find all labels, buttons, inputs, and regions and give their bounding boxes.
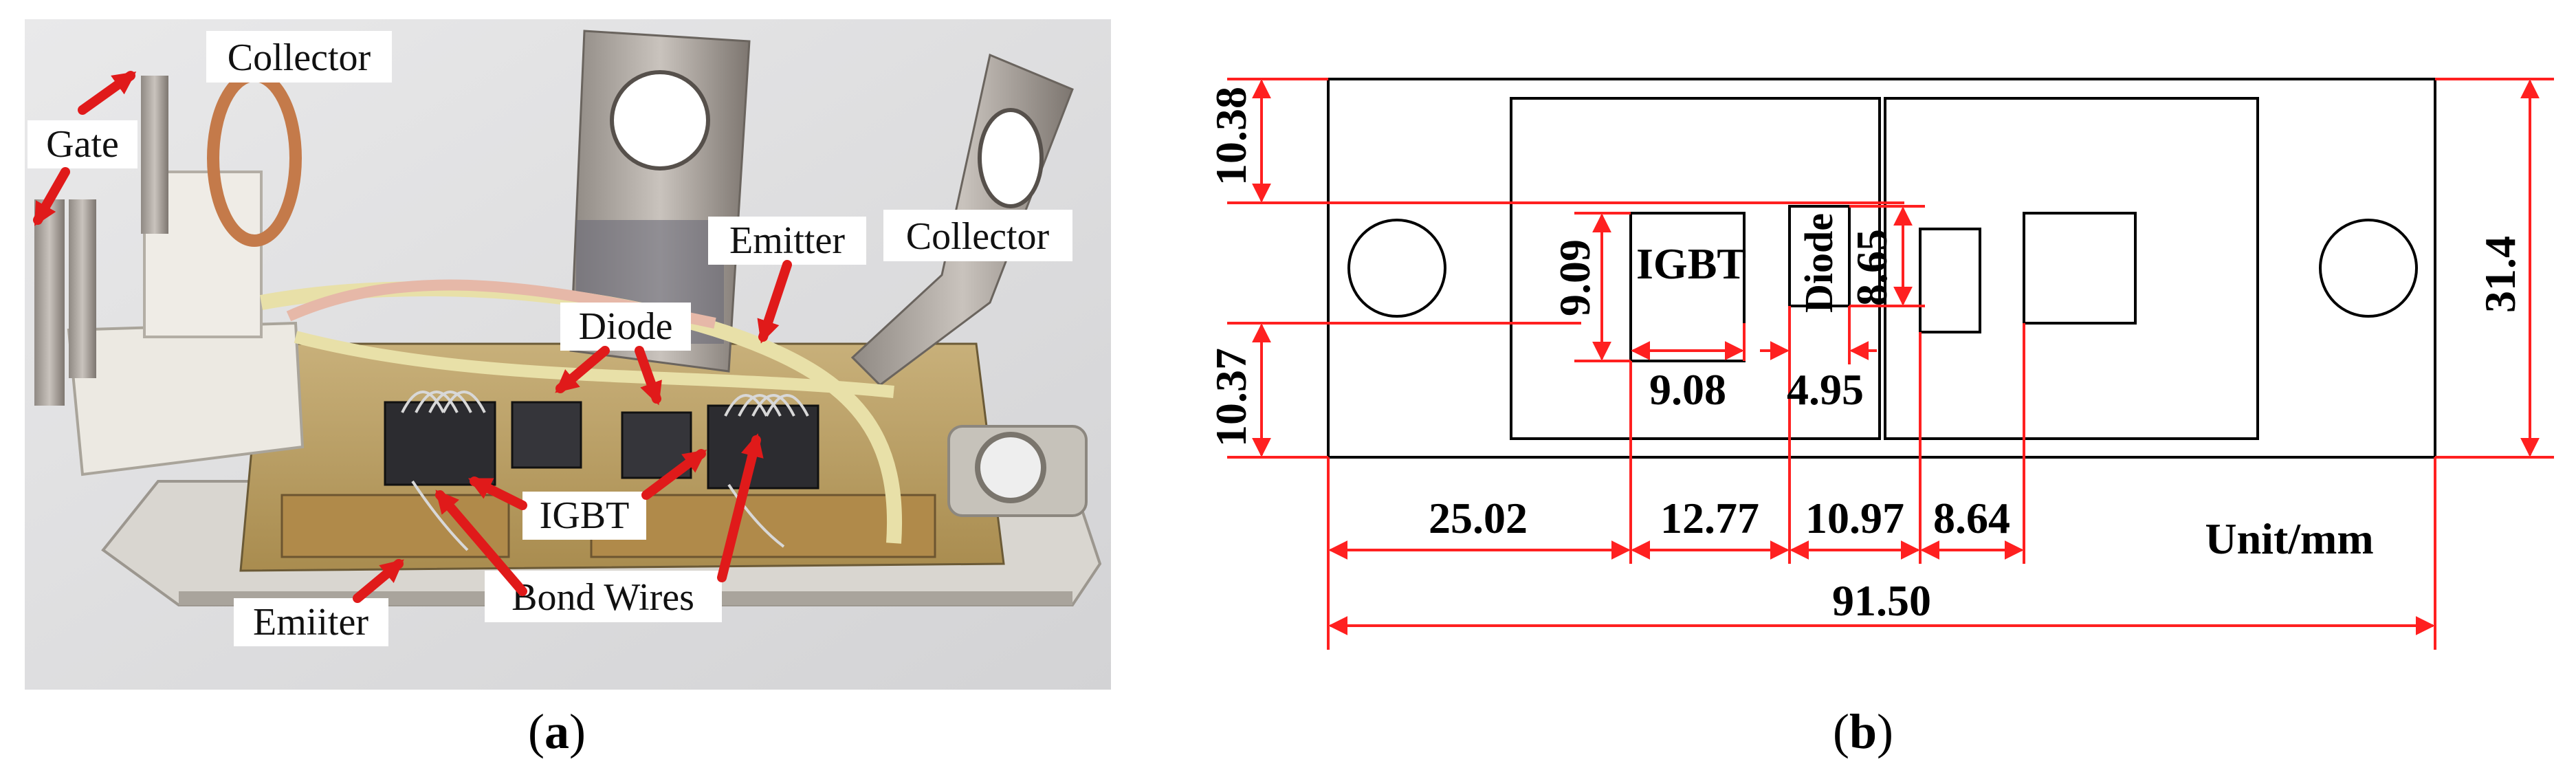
label-emitter-top: Emitter — [708, 217, 866, 265]
label-gate: Gate — [27, 120, 137, 168]
svg-text:Diode: Diode — [579, 305, 673, 348]
label-diode: Diode — [560, 303, 691, 351]
dim-10-37: 10.37 — [1207, 348, 1255, 447]
bond-wires-photo — [401, 391, 809, 551]
pointer-arrows — [33, 71, 792, 603]
dim-9-08: 9.08 — [1649, 365, 1726, 414]
diode-chip-left — [1788, 205, 1851, 307]
terminal-housing — [67, 321, 305, 476]
dimension-arrows — [1252, 79, 2540, 635]
dimension-drawing: IGBT Diode — [1207, 78, 2554, 650]
igbt-chip-photo-2 — [707, 404, 819, 490]
svg-text:Emiiter: Emiiter — [253, 601, 368, 644]
igbt-chip-right — [2023, 212, 2137, 325]
dim-9-09: 9.09 — [1550, 239, 1599, 316]
igbt-chip-label: IGBT — [1636, 239, 1746, 288]
collector-right-hole — [978, 108, 1044, 208]
igbt-chip-photo-1 — [384, 401, 496, 486]
svg-text:Collector: Collector — [906, 215, 1050, 258]
igbt-chip-left — [1629, 212, 1746, 362]
dim-25-02: 25.02 — [1429, 494, 1528, 542]
svg-text:Collector: Collector — [228, 36, 371, 79]
signal-cable-2 — [294, 331, 894, 398]
mount-hole — [975, 432, 1046, 503]
substrate-left — [1510, 97, 1881, 440]
mounting-hole-right — [2319, 219, 2418, 318]
diode-chip-right — [1919, 228, 1981, 333]
caption-a: (a) — [528, 704, 586, 759]
gate-pin-1 — [141, 76, 168, 234]
label-emitter-bottom: Emiiter — [234, 598, 388, 646]
label-collector-right: Collector — [883, 210, 1072, 261]
diode-chip-photo-2 — [621, 411, 692, 479]
svg-text:Gate: Gate — [46, 123, 119, 166]
substrate-right — [1884, 97, 2259, 440]
gate-pin-2 — [34, 199, 65, 406]
gate-pin-3 — [69, 199, 96, 378]
dim-10-38: 10.38 — [1207, 87, 1255, 186]
dim-31-4: 31.4 — [2476, 236, 2524, 313]
caption-b: (b) — [1833, 704, 1893, 759]
dim-4-95: 4.95 — [1787, 365, 1864, 414]
diode-chip-photo-1 — [511, 401, 582, 469]
mounting-hole-left — [1347, 219, 1446, 318]
unit-label: Unit/mm — [2205, 514, 2373, 563]
copper-pad-2 — [590, 494, 936, 558]
svg-text:Emitter: Emitter — [729, 219, 845, 262]
centre-terminal-hole — [610, 70, 710, 171]
label-igbt: IGBT — [522, 492, 646, 540]
svg-text:IGBT: IGBT — [540, 494, 630, 537]
module-photo: Collector Gate Emitter Collector Diode I… — [25, 19, 1111, 690]
dim-12-77: 12.77 — [1660, 494, 1759, 542]
extension-lines — [1227, 78, 2554, 650]
module-outline — [1327, 78, 2436, 459]
dim-8-64: 8.64 — [1933, 494, 2010, 542]
dim-10-97: 10.97 — [1805, 494, 1904, 542]
svg-text:Bond Wires: Bond Wires — [511, 576, 694, 619]
copper-pad-1 — [280, 494, 510, 558]
label-collector-left: Collector — [206, 31, 392, 83]
dim-91-50: 91.50 — [1832, 576, 1931, 625]
diode-chip-label: Diode — [1796, 213, 1841, 313]
label-bond-wires: Bond Wires — [485, 571, 722, 622]
dim-8-65: 8.65 — [1847, 229, 1896, 306]
